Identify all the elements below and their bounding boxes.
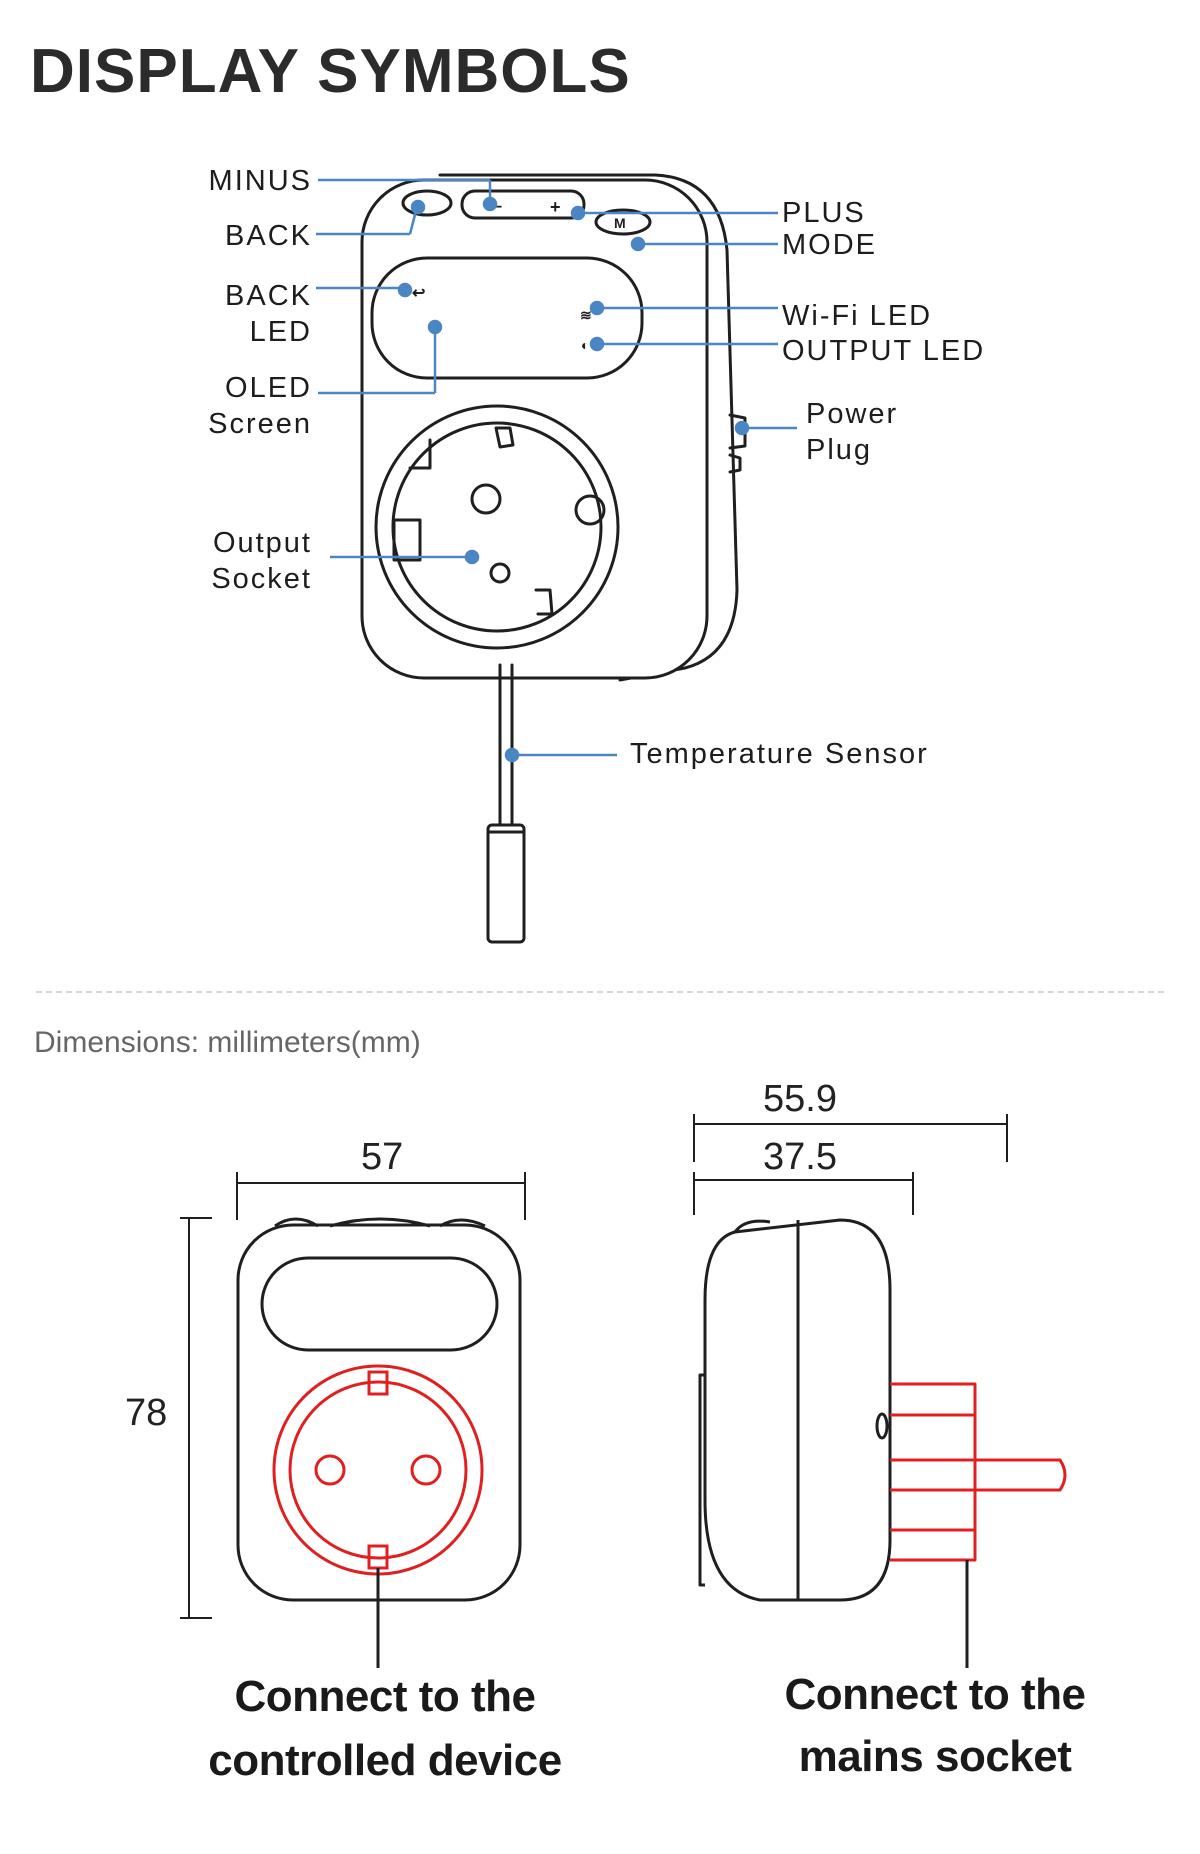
label-output-led: OUTPUT LED <box>782 335 986 367</box>
svg-text:≋: ≋ <box>580 307 592 323</box>
label-output-socket-line1: Output <box>212 527 312 559</box>
svg-text:↩: ↩ <box>412 285 425 302</box>
svg-text:M: M <box>614 215 626 231</box>
caption-side-line1: Connect to the <box>784 1670 1086 1719</box>
caption-side-line2: mains socket <box>798 1732 1072 1781</box>
label-plus: PLUS <box>782 197 866 229</box>
svg-text:−: − <box>493 199 502 216</box>
label-temperature-sensor: Temperature Sensor <box>630 738 929 770</box>
label-power-plug-line1: Power <box>806 398 899 430</box>
section-divider <box>36 991 1164 993</box>
label-back-led-line1: BACK <box>225 280 312 312</box>
caption-front-line2: controlled device <box>208 1736 562 1785</box>
dimension-depth-body: 37.5 <box>763 1136 837 1178</box>
label-oled-line2: Screen <box>208 408 312 440</box>
label-minus: MINUS <box>208 165 312 197</box>
device-illustration: − + M ↩ ≋ ◐ <box>316 173 797 944</box>
label-back: BACK <box>225 220 312 252</box>
label-mode: MODE <box>782 229 877 261</box>
label-power-plug-line2: Plug <box>806 434 873 466</box>
svg-text:◐: ◐ <box>581 337 589 353</box>
dimension-depth-total: 55.9 <box>763 1078 837 1120</box>
dimensions-caption: Dimensions: millimeters(mm) <box>34 1026 421 1059</box>
dimension-height: 78 <box>125 1392 168 1434</box>
page-title: DISPLAY SYMBOLS <box>30 37 631 106</box>
label-oled-line1: OLED <box>225 372 312 404</box>
svg-text:+: + <box>550 197 561 217</box>
label-output-socket-line2: Socket <box>211 563 312 595</box>
dimension-width: 57 <box>361 1136 404 1178</box>
caption-front-line1: Connect to the <box>234 1672 536 1721</box>
label-wifi-led: Wi-Fi LED <box>782 300 933 332</box>
label-back-led-line2: LED <box>249 316 312 348</box>
